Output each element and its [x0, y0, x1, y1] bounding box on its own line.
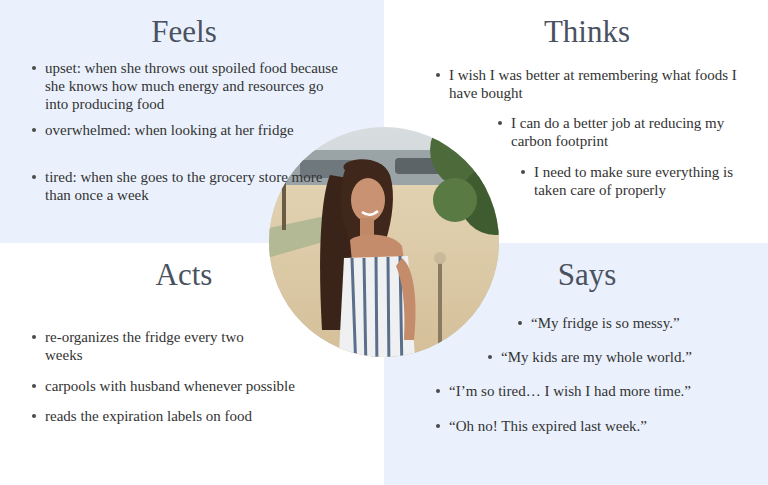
- bullet-item: I wish I was better at remembering what …: [449, 66, 749, 102]
- bullet-item: upset: when she throws out spoiled food …: [45, 59, 345, 113]
- bullet-dot: [32, 384, 36, 388]
- bullet-item: “I’m so tired… I wish I had more time.”: [449, 382, 754, 400]
- bullet-dot: [521, 170, 525, 174]
- bullet-dot: [32, 128, 36, 132]
- thinks-ground: [384, 0, 768, 243]
- bullet-text: “My kids are my whole world.”: [501, 348, 761, 366]
- bullet-dot: [488, 355, 492, 359]
- bullet-dot: [498, 121, 502, 125]
- empathy-quadrant: Feels upset: when she throws out spoiled …: [0, 0, 384, 243]
- bullet-text: upset: when she throws out spoiled food …: [45, 59, 345, 113]
- bullet-text: reads the expiration labels on food: [45, 407, 345, 425]
- bullet-text: “I’m so tired… I wish I had more time.”: [449, 382, 754, 400]
- bullet-item: overwhelmed: when looking at her fridge: [45, 121, 345, 139]
- bullet-item: “My kids are my whole world.”: [501, 348, 761, 366]
- bullet-item: I need to make sure everything is taken …: [534, 163, 746, 199]
- bullet-text: “Oh no! This expired last week.”: [449, 417, 754, 435]
- bullet-item: re-organizes the fridge every two weeks: [45, 328, 260, 364]
- bullet-item: carpools with husband whenever possible: [45, 377, 355, 395]
- says-ground: [384, 243, 768, 485]
- empathy-quadrant: Thinks I wish I was better at remembering…: [384, 0, 768, 243]
- bullet-text: re-organizes the fridge every two weeks: [45, 328, 260, 364]
- quadrant-heading: Thinks: [544, 14, 630, 50]
- bullet-item: tired: when she goes to the grocery stor…: [45, 168, 345, 204]
- bullet-text: carpools with husband whenever possible: [45, 377, 355, 395]
- bullet-item: “Oh no! This expired last week.”: [449, 417, 754, 435]
- quadrant-heading: Feels: [151, 14, 216, 50]
- empathy-quadrant: Says “My fridge is so messy.” “My kids are…: [384, 243, 768, 485]
- bullet-text: tired: when she goes to the grocery stor…: [45, 168, 345, 204]
- bullet-item: reads the expiration labels on food: [45, 407, 345, 425]
- bullet-dot: [436, 73, 440, 77]
- empathy-quadrant: Acts re-organizes the fridge every two we…: [0, 243, 384, 485]
- bullet-text: overwhelmed: when looking at her fridge: [45, 121, 345, 139]
- bullet-dot: [32, 175, 36, 179]
- bullet-dot: [32, 335, 36, 339]
- quadrant-heading: Says: [558, 257, 617, 293]
- bullet-item: “My fridge is so messy.”: [531, 314, 761, 332]
- quadrant-heading: Acts: [156, 257, 213, 293]
- bullet-text: I need to make sure everything is taken …: [534, 163, 746, 199]
- bullet-text: “My fridge is so messy.”: [531, 314, 761, 332]
- bullet-dot: [32, 66, 36, 70]
- bullet-dot: [518, 321, 522, 325]
- bullet-dot: [436, 389, 440, 393]
- bullet-dot: [436, 424, 440, 428]
- bullet-text: I can do a better job at reducing my car…: [511, 114, 743, 150]
- bullet-text: I wish I was better at remembering what …: [449, 66, 749, 102]
- bullet-item: I can do a better job at reducing my car…: [511, 114, 743, 150]
- bullet-dot: [32, 414, 36, 418]
